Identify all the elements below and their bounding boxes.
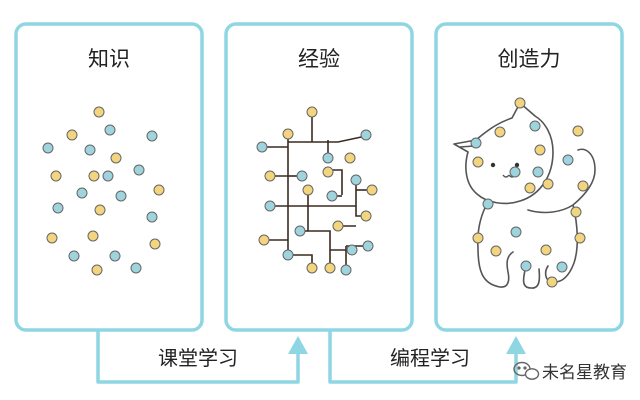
knowledge-dot (153, 184, 165, 196)
experience-dot (306, 262, 318, 274)
cat-eye-right (514, 162, 520, 168)
knowledge-dot (46, 232, 58, 244)
experience-link (312, 135, 367, 143)
knowledge-dot (91, 264, 103, 276)
cat-dot (577, 180, 589, 192)
experience-dot (264, 170, 276, 182)
chat-bubble-icon (513, 361, 540, 380)
cat-dot (574, 232, 586, 244)
knowledge-dot (149, 238, 161, 250)
knowledge-title: 知识 (88, 47, 130, 71)
experience-dot (340, 264, 352, 276)
right-flow-line (328, 330, 518, 384)
knowledge-dot (146, 211, 158, 223)
experience-dot (362, 240, 374, 252)
knowledge-dot (87, 230, 99, 242)
cat-dot (494, 126, 506, 138)
cat-dot (529, 120, 541, 132)
knowledge-dot (104, 124, 116, 136)
experience-dot (344, 152, 356, 164)
cat-eye-left (490, 162, 496, 168)
watermark-text: 未名星教育 (542, 363, 627, 383)
experience-dot (302, 184, 314, 196)
experience-dot (366, 184, 378, 196)
experience-panel (224, 22, 414, 332)
cat-dot (470, 137, 482, 149)
classroom-learning-label: 课堂学习 (158, 346, 238, 370)
experience-dot (258, 234, 270, 246)
cat-outline (453, 102, 554, 205)
left-label-bg (140, 342, 256, 372)
experience-dot (282, 249, 294, 261)
knowledge-dot (88, 170, 100, 182)
experience-dot (322, 152, 334, 164)
experience-dot (322, 166, 334, 178)
left-flow-arrowhead (288, 336, 308, 354)
experience-dot (350, 174, 362, 186)
experience-dot (282, 128, 294, 140)
creativity-cat-drawing (453, 97, 596, 289)
experience-dot (360, 129, 372, 141)
cat-body-outline (477, 148, 596, 289)
cat-dot (534, 144, 546, 156)
experience-dot (346, 244, 358, 256)
cat-dot (482, 198, 494, 210)
experience-dot (306, 106, 318, 118)
right-flow-arrowhead (506, 336, 526, 354)
cat-dot (572, 125, 584, 137)
experience-dot (264, 200, 276, 212)
knowledge-dot (52, 202, 64, 214)
cat-dot (532, 166, 544, 178)
experience-dot (256, 141, 268, 153)
cat-dot (524, 182, 536, 194)
experience-dot (324, 262, 336, 274)
knowledge-dots (42, 106, 165, 276)
cat-dot (542, 178, 554, 190)
knowledge-dot (76, 187, 88, 199)
cat-dot (472, 156, 484, 168)
watermark: 未名星教育 (513, 361, 627, 383)
knowledge-dot (146, 130, 158, 142)
knowledge-dot (110, 152, 122, 164)
cat-dot (514, 97, 526, 109)
cat-dot (472, 232, 484, 244)
knowledge-dot (42, 142, 54, 154)
experience-dot (360, 210, 372, 222)
knowledge-dot (50, 170, 62, 182)
knowledge-dot (133, 164, 145, 176)
cat-dot (540, 244, 552, 256)
knowledge-dot (93, 106, 105, 118)
knowledge-dot (68, 250, 80, 262)
experience-dot (296, 170, 308, 182)
knowledge-dot (115, 190, 127, 202)
cat-dot (520, 260, 532, 272)
programming-learning-label: 编程学习 (390, 346, 470, 370)
experience-dot (326, 190, 338, 202)
knowledge-dot (109, 250, 121, 262)
experience-link (288, 254, 313, 266)
cat-dot (570, 206, 582, 218)
cat-dot (546, 276, 558, 288)
experience-title: 经验 (298, 47, 340, 71)
knowledge-dot (130, 262, 142, 274)
experience-link (308, 230, 331, 250)
cat-dot (509, 166, 521, 178)
right-label-bg (372, 342, 488, 372)
creativity-title: 创造力 (498, 47, 561, 71)
cat-dot (562, 154, 574, 166)
cat-dot (556, 261, 568, 273)
knowledge-dot (94, 204, 106, 216)
flow-connectors (96, 330, 518, 384)
knowledge-dot (84, 144, 96, 156)
knowledge-dot (66, 129, 78, 141)
cat-dot (510, 226, 522, 238)
cat-dot (490, 245, 502, 257)
knowledge-dot (102, 170, 114, 182)
experience-dot (332, 220, 344, 232)
left-flow-line (96, 330, 300, 384)
experience-dot (294, 225, 306, 237)
experience-network (256, 106, 378, 276)
